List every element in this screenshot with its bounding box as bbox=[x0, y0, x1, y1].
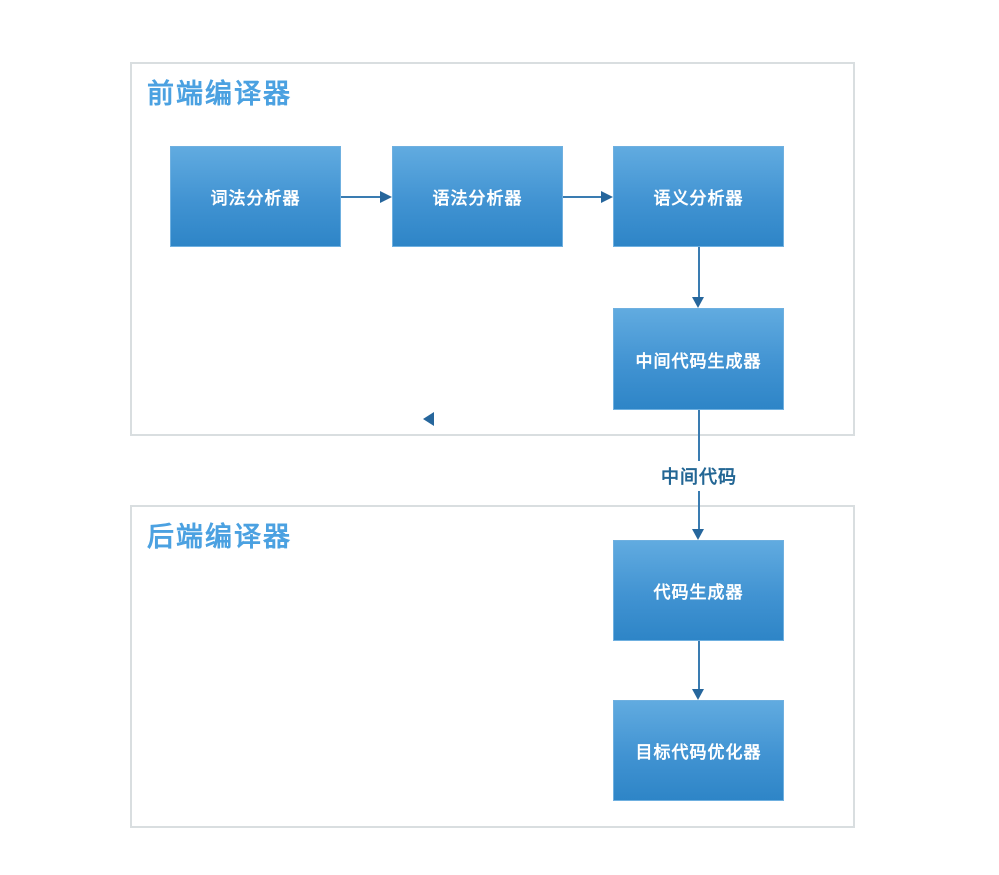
node-target-code-optimizer-label: 目标代码优化器 bbox=[635, 743, 762, 762]
group-backend-title: 后端编译器 bbox=[147, 522, 292, 552]
arrow-left-icon bbox=[423, 412, 434, 426]
arrow-right-icon bbox=[601, 191, 613, 203]
node-semantic-analyzer-label: 语义分析器 bbox=[653, 189, 744, 208]
arrow-down-icon bbox=[692, 297, 704, 308]
node-syntax-analyzer: 语法分析器 bbox=[392, 146, 563, 247]
arrow-down-icon bbox=[692, 529, 704, 540]
node-intermediate-code-generator: 中间代码生成器 bbox=[613, 308, 784, 410]
node-intermediate-code-generator-label: 中间代码生成器 bbox=[635, 351, 762, 371]
node-code-generator-label: 代码生成器 bbox=[653, 583, 744, 602]
node-lexical-analyzer: 词法分析器 bbox=[170, 146, 341, 247]
group-frontend-title: 前端编译器 bbox=[147, 79, 292, 109]
edge-label-intermediate-code: 中间代码 bbox=[639, 461, 759, 491]
node-semantic-analyzer: 语义分析器 bbox=[613, 146, 784, 247]
connector-semantic-to-intermediate bbox=[698, 247, 700, 298]
node-code-generator: 代码生成器 bbox=[613, 540, 784, 641]
node-syntax-analyzer-label: 语法分析器 bbox=[432, 189, 523, 208]
arrow-right-icon bbox=[380, 191, 392, 203]
node-target-code-optimizer: 目标代码优化器 bbox=[613, 700, 784, 801]
node-lexical-analyzer-label: 词法分析器 bbox=[210, 189, 301, 208]
connector-codegen-to-optimizer bbox=[698, 641, 700, 690]
group-frontend-compiler: 前端编译器 bbox=[130, 62, 855, 436]
arrow-down-icon bbox=[692, 689, 704, 700]
connector-lexical-to-syntax bbox=[341, 196, 381, 198]
connector-syntax-to-semantic bbox=[563, 196, 602, 198]
